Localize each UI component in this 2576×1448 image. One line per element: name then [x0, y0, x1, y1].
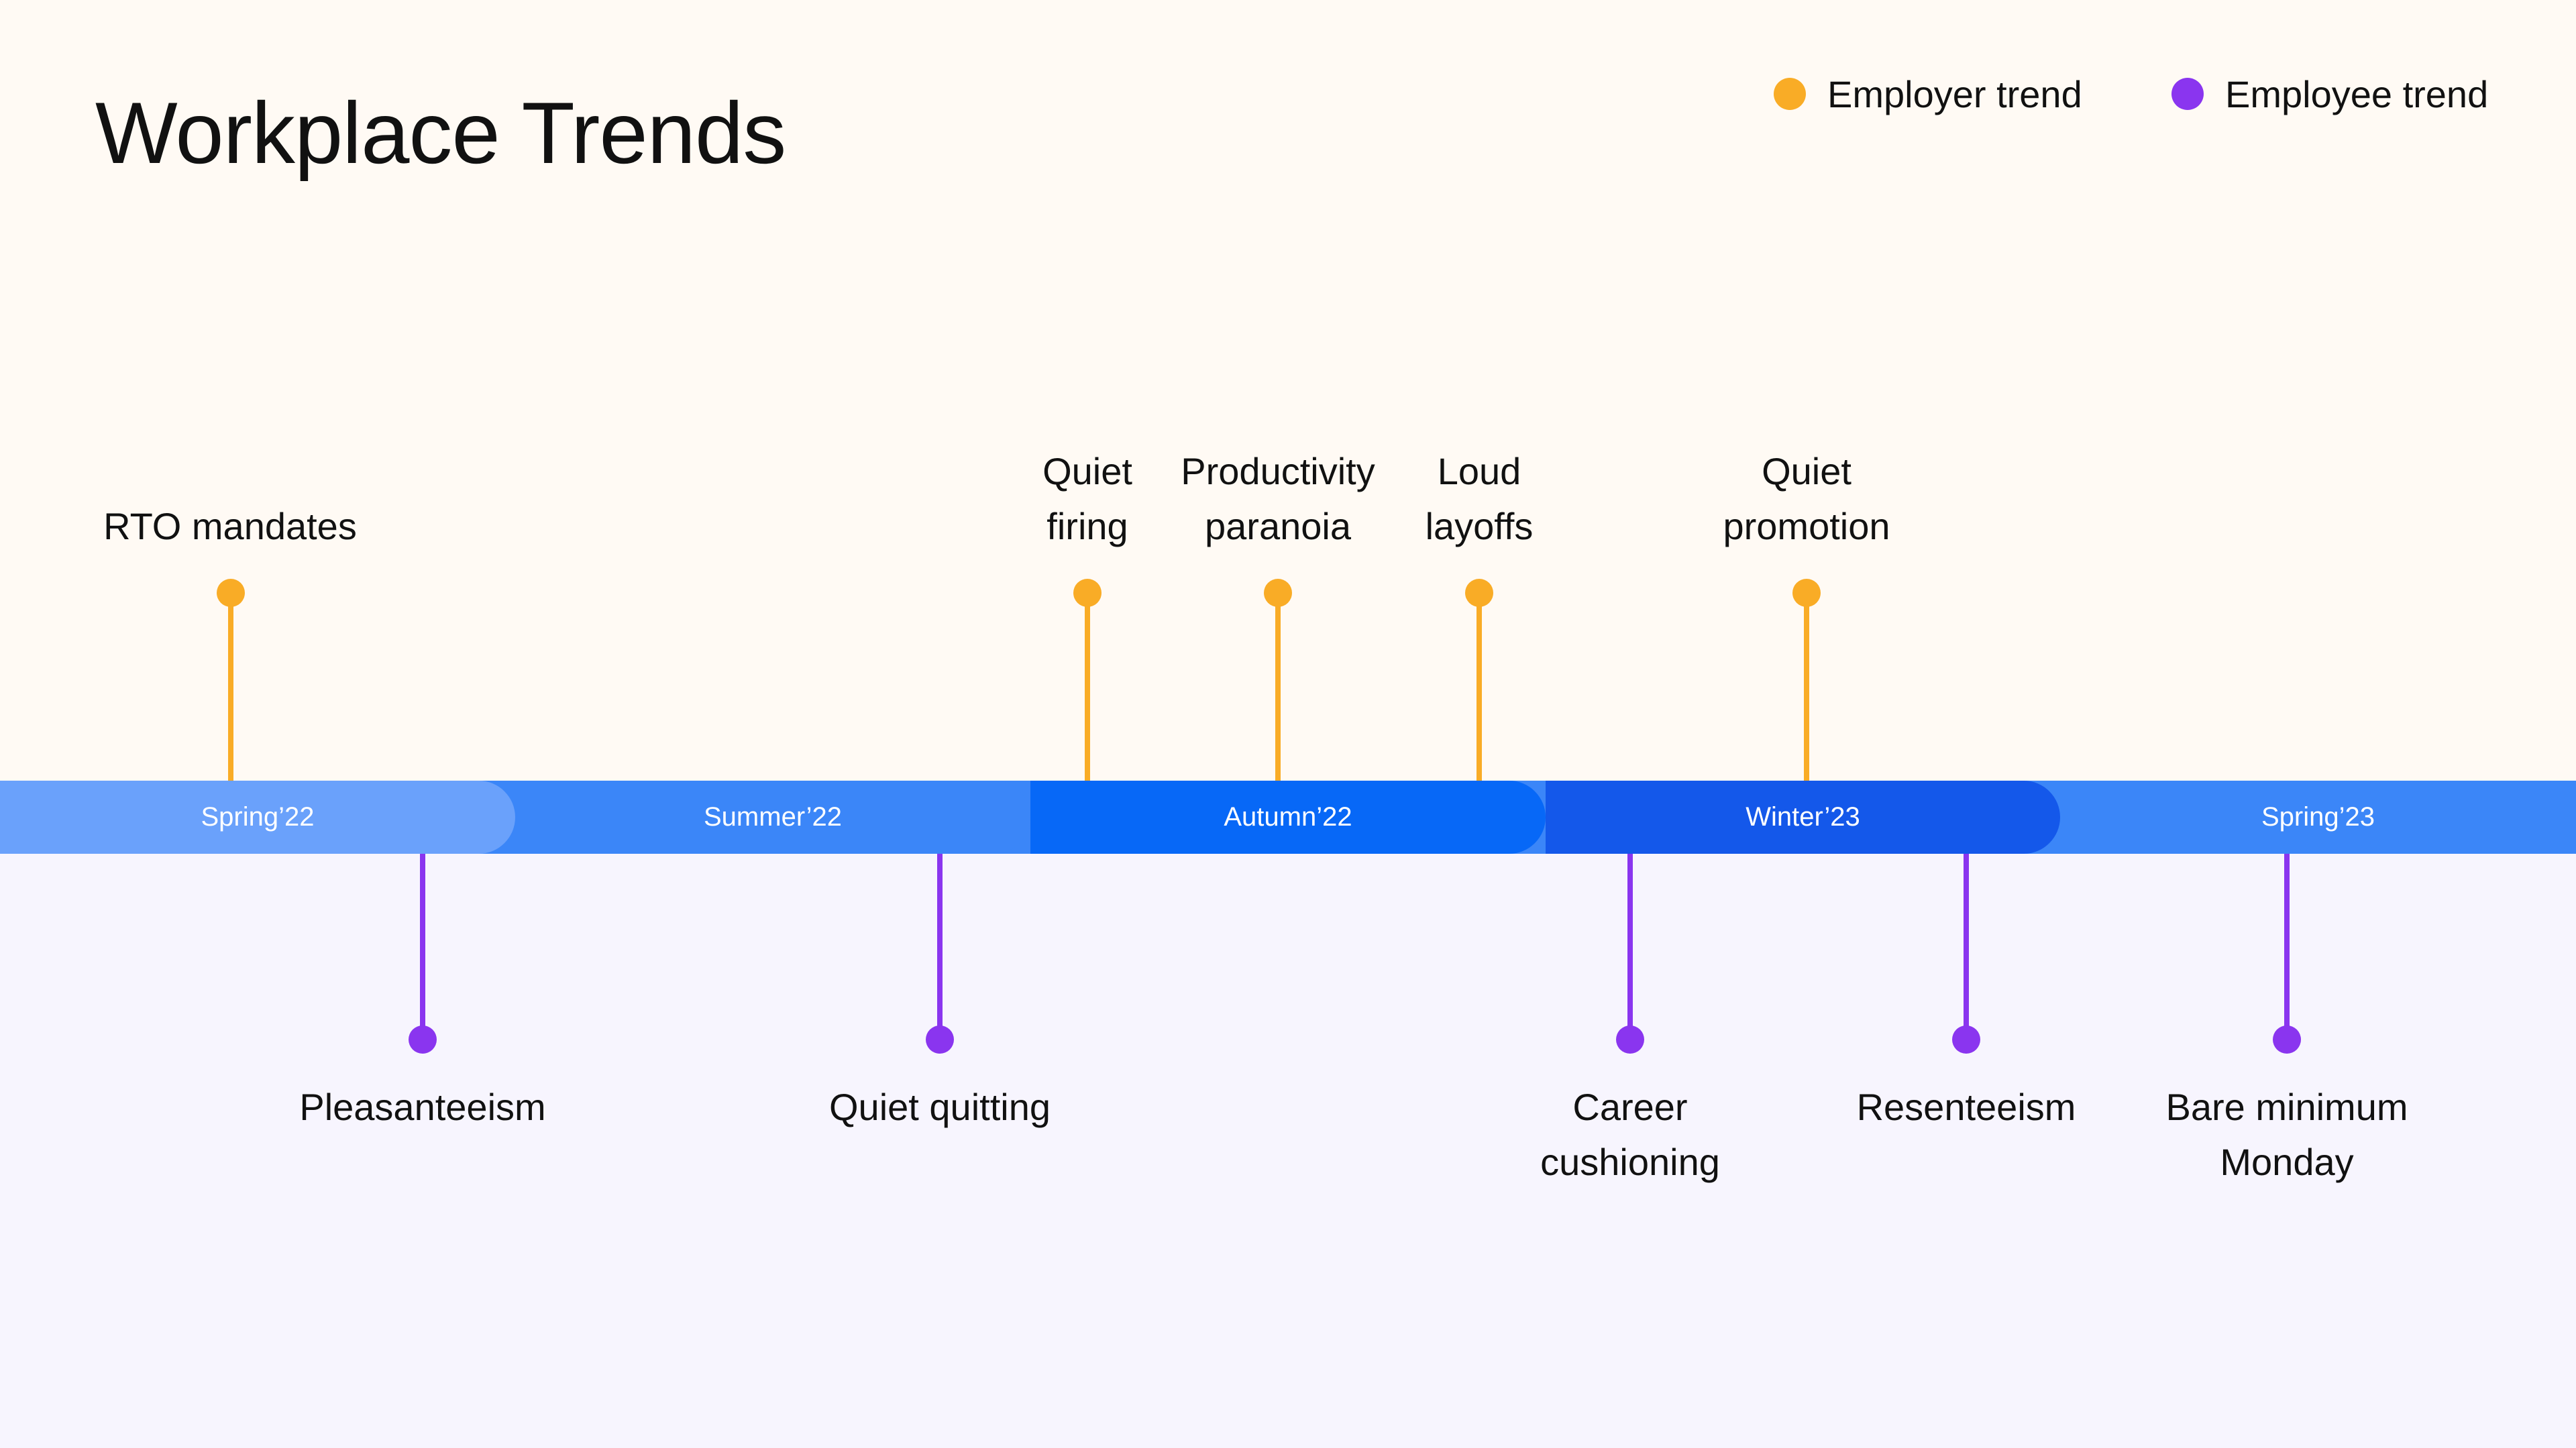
trend-label: Pleasanteeism	[299, 1086, 546, 1128]
employee-marker-dot	[2273, 1025, 2301, 1054]
timeline-bar: Winter’23 Autumn’22 Summer’22 Spring’22 …	[0, 781, 2576, 854]
employer-area-background	[0, 0, 2576, 781]
employee-marker-dot	[1616, 1025, 1644, 1054]
employee-marker-stem	[937, 854, 943, 1040]
trend-label: Productivity paranoia	[1181, 450, 1375, 547]
trend-label: Quiet promotion	[1723, 450, 1890, 547]
employer-marker-stem	[228, 593, 233, 781]
employer-marker-stem	[1804, 593, 1809, 781]
page-title: Workplace Trends	[95, 84, 786, 182]
legend-employee: Employee trend	[2171, 70, 2488, 117]
employee-marker-dot	[926, 1025, 954, 1054]
season-spring23: Spring’23	[2060, 781, 2576, 854]
season-autumn22: Autumn’22	[1030, 781, 1546, 854]
employer-dot-icon	[1774, 78, 1806, 110]
trend-label: Bare minimum Monday	[2165, 1086, 2408, 1183]
employee-marker-dot	[1952, 1025, 1980, 1054]
employee-marker-stem	[2284, 854, 2290, 1040]
season-summer22: Summer’22	[515, 781, 1030, 854]
employee-marker-dot	[409, 1025, 437, 1054]
employee-marker-stem	[420, 854, 425, 1040]
employee-marker-stem	[1627, 854, 1633, 1040]
legend-employer: Employer trend	[1774, 70, 2082, 117]
season-spring22: Spring’22	[0, 781, 515, 854]
legend-employee-label: Employee trend	[2225, 72, 2489, 115]
trend-label: RTO mandates	[103, 505, 357, 547]
employer-marker-stem	[1085, 593, 1090, 781]
employee-dot-icon	[2171, 78, 2204, 110]
trend-label: Quiet firing	[1042, 450, 1132, 547]
trend-label: Quiet quitting	[829, 1086, 1051, 1128]
employer-marker-stem	[1477, 593, 1482, 781]
employee-marker-stem	[1964, 854, 1969, 1040]
legend-employer-label: Employer trend	[1827, 72, 2082, 115]
season-winter23: Winter’23	[1546, 781, 2060, 854]
trend-label: Loud layoffs	[1425, 450, 1534, 547]
employee-area-background	[0, 781, 2576, 1448]
trend-label: Career cushioning	[1540, 1086, 1720, 1183]
employer-marker-stem	[1275, 593, 1281, 781]
trend-label: Resenteeism	[1856, 1086, 2076, 1128]
